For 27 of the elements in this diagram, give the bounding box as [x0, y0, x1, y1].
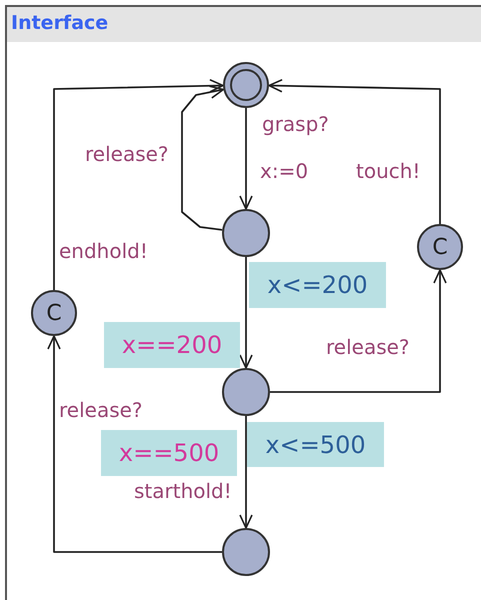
edge-label: release?: [85, 142, 169, 166]
location-circle: [222, 528, 270, 576]
guard-label: x==200: [104, 322, 240, 368]
transition-label: x:=0: [260, 159, 308, 183]
edge-label: grasp?: [262, 112, 329, 136]
transition-arrow: [268, 78, 441, 224]
guard-label: x==500: [101, 430, 237, 476]
transition-arrow: [239, 257, 253, 369]
committed-location-circle: C: [31, 290, 77, 336]
transition-arrow: [47, 335, 222, 553]
invariant-label: x<=200: [249, 262, 386, 308]
transition-arrow: [181, 85, 224, 231]
edge-label: release?: [326, 335, 410, 359]
transition-arrow: [53, 78, 224, 290]
transition-label: starthold!: [134, 479, 232, 503]
transition-arrow: [239, 108, 253, 210]
edge-label: touch!: [356, 159, 420, 183]
location-circle: [222, 368, 270, 416]
committed-location-circle: C: [417, 224, 463, 270]
edge-label: release?: [59, 398, 143, 422]
initial-location-circle: [223, 62, 269, 108]
edge-label: endhold!: [59, 239, 148, 263]
location-circle: [222, 209, 270, 257]
invariant-label: x<=500: [247, 422, 384, 467]
transition-arrow: [270, 269, 447, 393]
transition-arrow: [239, 416, 253, 529]
window-title: Interface: [11, 12, 108, 34]
